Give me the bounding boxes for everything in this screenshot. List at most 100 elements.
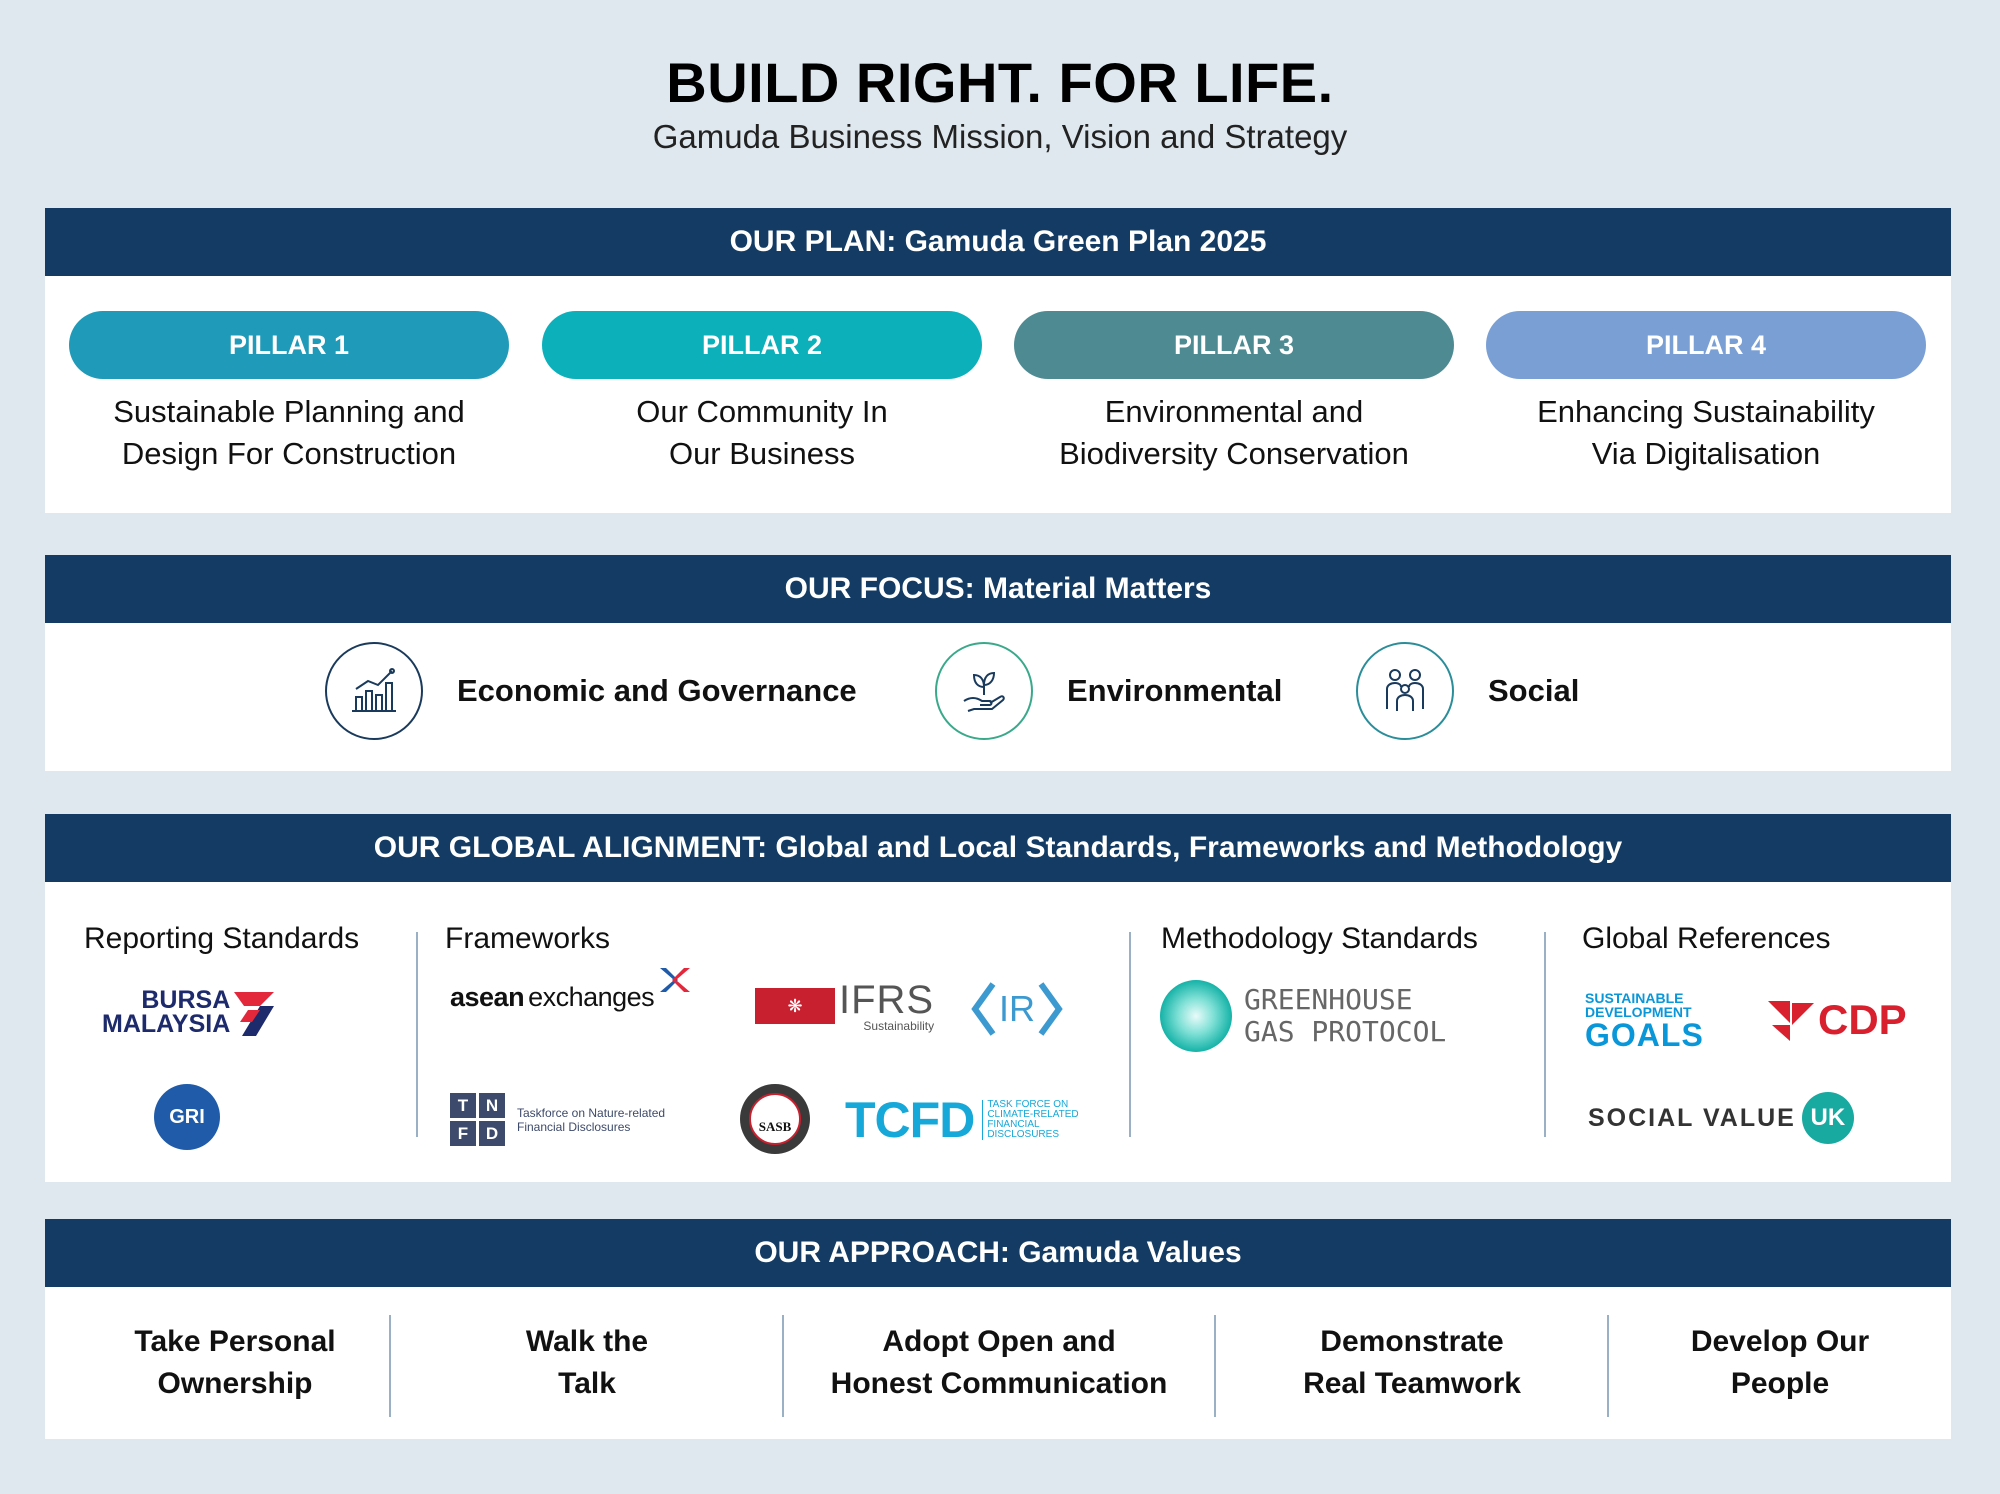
asean-logo-text: asean: [450, 982, 525, 1012]
pillar-4: PILLAR 4 Enhancing Sustainability Via Di…: [1486, 311, 1926, 475]
bursa-mark-icon: [234, 992, 275, 1036]
focus-label-economic: Economic and Governance: [457, 673, 857, 708]
social-value-uk-logo: SOCIAL VALUE UK: [1588, 1092, 1854, 1144]
value-line1: Walk the: [525, 1325, 649, 1358]
cdp-logo: CDP: [1766, 996, 1907, 1044]
tcfd-sub-line: CLIMATE-RELATED: [987, 1109, 1079, 1120]
ghg-globe-icon: [1160, 980, 1232, 1052]
column-title-reporting: Reporting Standards: [84, 922, 360, 955]
column-title-methodology: Methodology Standards: [1161, 922, 1478, 955]
tnfd-text-line1: Taskforce on Nature-related: [517, 1105, 666, 1120]
focus-heading: OUR FOCUS: Material Matters: [45, 555, 1951, 623]
ifrs-mark-icon: ❋: [755, 988, 835, 1024]
asean-exchanges-logo: asean exchanges: [450, 968, 692, 1013]
cdp-logo-text: CDP: [1818, 996, 1907, 1043]
value-line2: People: [1730, 1367, 1830, 1400]
pillar-1-desc-line1: Sustainable Planning and: [113, 394, 465, 429]
plan-heading: OUR PLAN: Gamuda Green Plan 2025: [45, 208, 1951, 276]
gri-logo: GRI: [154, 1084, 220, 1150]
value-line1: Adopt Open and: [882, 1325, 1116, 1358]
pillar-2-description: Our Community In Our Business: [542, 391, 982, 475]
focus-item-environmental: Environmental: [935, 642, 1282, 740]
value-line1: Take Personal: [134, 1325, 336, 1358]
pillar-1-description: Sustainable Planning and Design For Cons…: [69, 391, 509, 475]
pillar-1: PILLAR 1 Sustainable Planning and Design…: [69, 311, 509, 475]
tnfd-letter: D: [479, 1121, 505, 1146]
ghg-text-line1: GREENHOUSE: [1244, 983, 1413, 1016]
pillar-2-desc-line1: Our Community In: [636, 394, 888, 429]
pillar-3-desc-line2: Biodiversity Conservation: [1059, 436, 1409, 471]
tnfd-letter: T: [450, 1093, 476, 1118]
ir-logo-text: IR: [999, 988, 1035, 1029]
exchanges-logo-text: exchanges: [528, 982, 655, 1012]
tcfd-sub-line: FINANCIAL: [987, 1119, 1040, 1130]
page-title: BUILD RIGHT. FOR LIFE.: [666, 51, 1334, 114]
ghg-text-line2: GAS PROTOCOL: [1244, 1015, 1447, 1048]
sasb-logo: SASB: [740, 1084, 810, 1154]
pillar-2-desc-line2: Our Business: [668, 436, 856, 471]
malaysia-logo-text: MALAYSIA: [102, 1010, 231, 1038]
tnfd-letter-grid: T N F D: [450, 1093, 505, 1146]
column-divider: [416, 932, 418, 1137]
focus-item-economic: Economic and Governance: [325, 642, 857, 740]
uk-badge: UK: [1801, 1092, 1854, 1144]
value-divider: [1607, 1315, 1609, 1417]
tcfd-logo-text: TCFD: [845, 1092, 975, 1148]
column-divider: [1544, 932, 1546, 1137]
value-divider: [1214, 1315, 1216, 1417]
column-title-global-references: Global References: [1582, 922, 1831, 955]
ifrs-logo-text: IFRS: [839, 978, 935, 1022]
pillar-4-description: Enhancing Sustainability Via Digitalisat…: [1486, 391, 1926, 475]
tcfd-sub-text: TASK FORCE ON CLIMATE-RELATED FINANCIAL …: [982, 1099, 1079, 1140]
tnfd-letter: N: [479, 1093, 505, 1118]
tcfd-sub-line: DISCLOSURES: [987, 1129, 1059, 1140]
plan-body: PILLAR 1 Sustainable Planning and Design…: [45, 276, 1951, 513]
sdg-logo: SUSTAINABLE DEVELOPMENT GOALS: [1585, 991, 1704, 1051]
ir-mark-icon: [971, 982, 1063, 1036]
sasb-seal: SASB: [740, 1084, 810, 1154]
pillar-2: PILLAR 2 Our Community In Our Business: [542, 311, 982, 475]
value-line1: Develop Our: [1690, 1325, 1870, 1358]
tcfd-logo: TCFD TASK FORCE ON CLIMATE-RELATED FINAN…: [845, 1095, 1079, 1145]
sdg-text-line2: DEVELOPMENT: [1585, 1004, 1692, 1020]
tnfd-logo: T N F D Taskforce on Nature-related Fina…: [450, 1093, 665, 1146]
focus-item-social: Social: [1356, 642, 1579, 740]
value-divider: [782, 1315, 784, 1417]
gri-logo-text: GRI: [154, 1084, 220, 1150]
pillar-4-badge: PILLAR 4: [1486, 311, 1926, 379]
people-group-icon: [1356, 642, 1454, 740]
social-value-text: SOCIAL VALUE: [1588, 1103, 1796, 1132]
integrated-reporting-logo: IR: [971, 978, 1063, 1040]
value-line2: Talk: [558, 1367, 616, 1400]
column-title-frameworks: Frameworks: [445, 922, 611, 955]
pillar-1-desc-line2: Design For Construction: [121, 436, 457, 471]
pillar-4-desc-line1: Enhancing Sustainability: [1537, 394, 1875, 429]
sasb-logo-text: SASB: [758, 1119, 792, 1134]
ghg-protocol-logo: GREENHOUSE GAS PROTOCOL: [1160, 980, 1446, 1052]
tcfd-sub-line: TASK FORCE ON: [987, 1099, 1069, 1110]
asean-cross-icon: [660, 968, 691, 992]
plan-section: OUR PLAN: Gamuda Green Plan 2025 PILLAR …: [45, 208, 1951, 513]
page-subtitle: Gamuda Business Mission, Vision and Stra…: [652, 118, 1348, 155]
tnfd-text-line2: Financial Disclosures: [517, 1119, 631, 1134]
bursa-logo-text: BURSA: [141, 986, 231, 1014]
tnfd-letter: F: [450, 1121, 476, 1146]
value-line2: Ownership: [157, 1367, 313, 1400]
value-divider: [389, 1315, 391, 1417]
value-line2: Honest Communication: [830, 1367, 1168, 1400]
pillar-3-badge: PILLAR 3: [1014, 311, 1454, 379]
approach-section: OUR APPROACH: Gamuda Values Take Persona…: [45, 1219, 1951, 1439]
sdg-goals-text: GOALS: [1585, 1017, 1704, 1053]
pillar-4-desc-line2: Via Digitalisation: [1591, 436, 1821, 471]
value-line2: Real Teamwork: [1303, 1367, 1521, 1400]
pillar-3-desc-line1: Environmental and: [1104, 394, 1364, 429]
plant-in-hand-icon: [935, 642, 1033, 740]
focus-label-social: Social: [1488, 673, 1580, 708]
bursa-malaysia-logo: BURSA MALAYSIA: [102, 986, 278, 1038]
value-line1: Demonstrate: [1320, 1325, 1504, 1358]
pillar-1-badge: PILLAR 1: [69, 311, 509, 379]
